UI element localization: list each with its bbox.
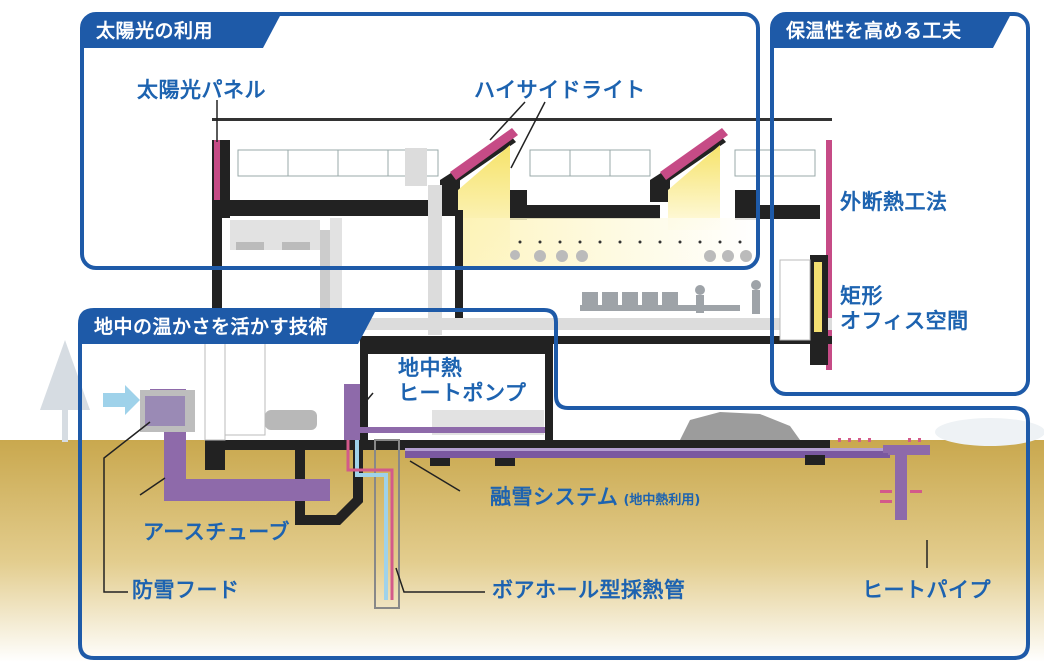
label-snow-melting-note: (地中熱利用) xyxy=(623,493,701,508)
roof-structure xyxy=(212,118,832,220)
leader-lines xyxy=(103,100,928,593)
frame-solar xyxy=(80,12,760,270)
ceiling-panels xyxy=(237,149,816,177)
solar-panel-roof-2 xyxy=(660,128,728,180)
label-high-side-light: ハイサイドライト xyxy=(474,78,646,102)
intake-arrow xyxy=(103,385,140,415)
label-snow-hood: 防雪フード xyxy=(132,578,240,602)
label-ground-heat-pump: 地中熱 ヒートポンプ xyxy=(398,356,527,405)
car-left xyxy=(265,410,317,430)
label-snow-melting-wrap: 融雪システム (地中熱利用) xyxy=(490,485,700,510)
section-tab-geothermal: 地中の温かさを活かす技術 xyxy=(80,310,376,344)
label-earth-tube: アースチューブ xyxy=(143,520,290,544)
office-furniture xyxy=(580,280,791,314)
label-solar-panel: 太陽光パネル xyxy=(137,78,266,102)
upper-interior xyxy=(230,220,752,262)
light-glow-2 xyxy=(668,145,720,230)
borehole-casing xyxy=(374,439,400,609)
heat-pipe xyxy=(883,445,930,455)
section-tab-solar: 太陽光の利用 xyxy=(82,14,281,48)
solar-panel-left xyxy=(214,140,220,200)
basement-wall xyxy=(360,344,548,354)
bush-right xyxy=(935,418,1044,446)
label-borehole: ボアホール型採熱管 xyxy=(492,578,686,602)
exterior-insulation-wall xyxy=(826,140,832,370)
exhaust-duct xyxy=(405,148,427,186)
ceiling-dots xyxy=(518,240,742,244)
label-heat-pipe: ヒートパイプ xyxy=(862,578,991,602)
car-right xyxy=(680,412,800,440)
frame-geothermal xyxy=(78,308,1030,660)
snow-melting-pipe xyxy=(405,448,890,458)
ground-floor-slab xyxy=(205,440,830,450)
section-tab-insulation: 保温性を高める工夫 xyxy=(772,14,1011,48)
heat-pump xyxy=(344,384,360,440)
heat-arrows xyxy=(838,438,922,503)
label-exterior-insulation: 外断熱工法 xyxy=(840,190,948,214)
label-rect-office: 矩形 オフィス空間 xyxy=(840,284,969,333)
ground-soil xyxy=(0,440,1044,662)
label-snow-melting: 融雪システム xyxy=(490,485,619,509)
tree-left xyxy=(40,340,90,442)
solar-panel-roof-1 xyxy=(450,128,518,180)
